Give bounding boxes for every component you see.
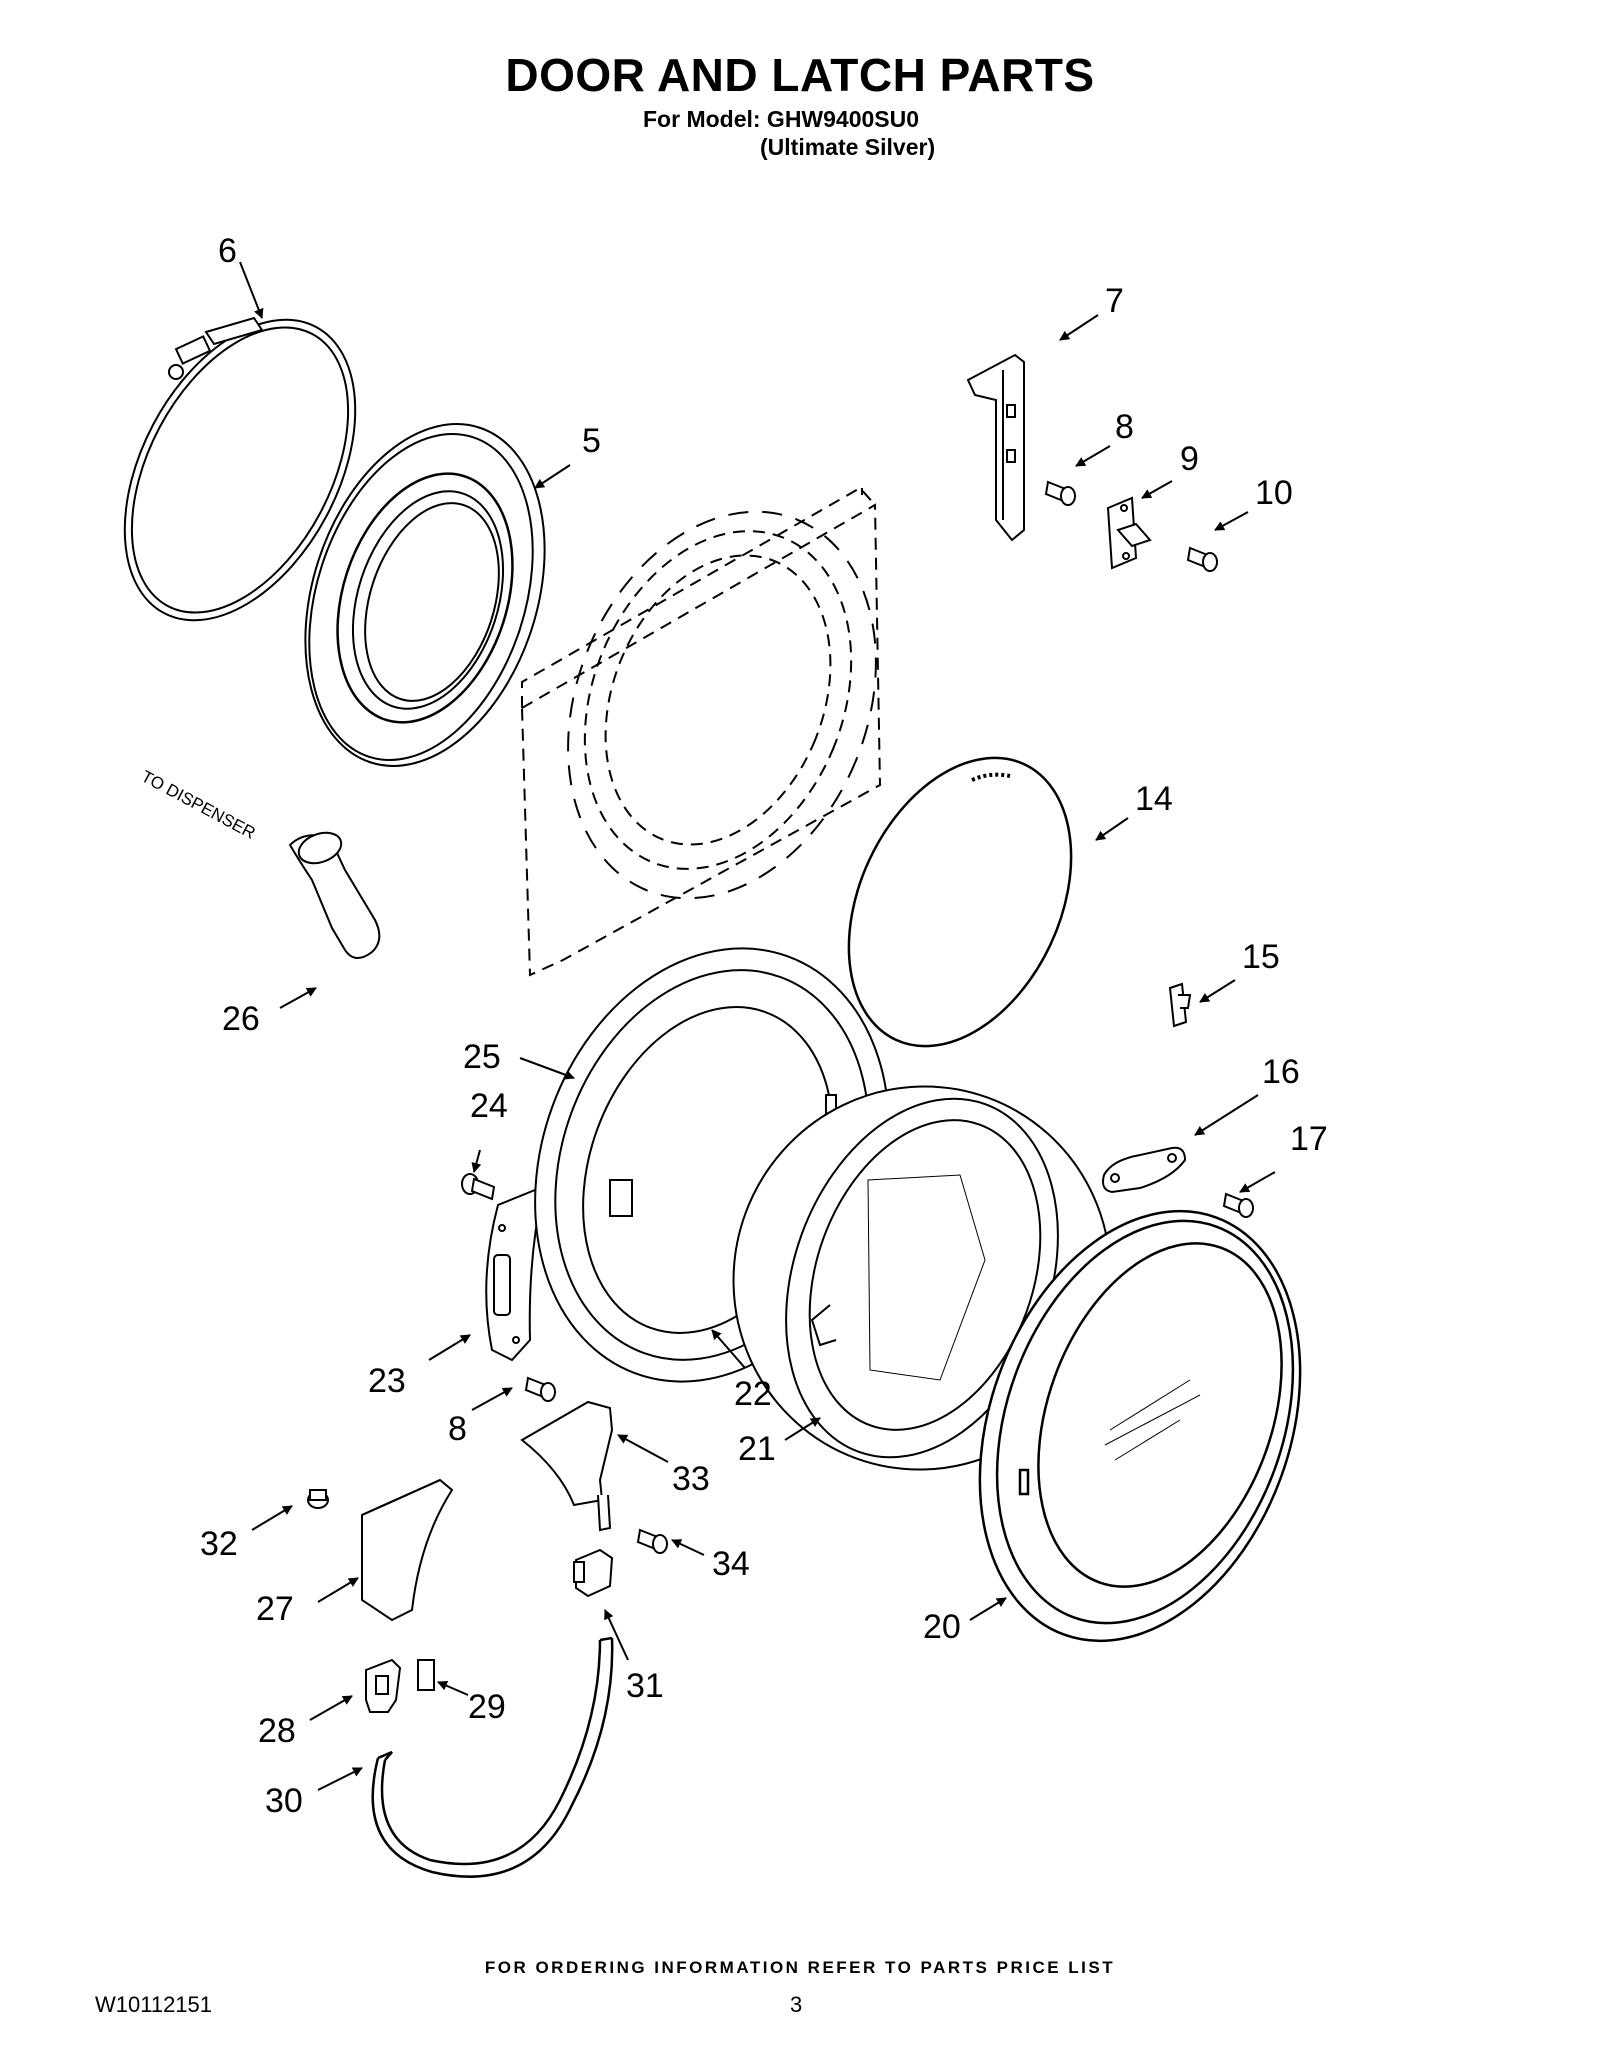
front-panel-reference xyxy=(520,486,882,977)
part-26-hose xyxy=(288,831,381,959)
part-33-handle-cover xyxy=(520,1400,614,1532)
part-29-magnet xyxy=(417,1659,435,1691)
callout-22: 22 xyxy=(734,1375,772,1413)
callout-28: 28 xyxy=(258,1712,296,1750)
callout-32: 32 xyxy=(200,1525,238,1563)
part-9-door-strike xyxy=(1106,496,1152,570)
callout-21: 21 xyxy=(738,1430,776,1468)
callout-8-upper: 8 xyxy=(1115,408,1134,446)
part-16-bracket xyxy=(1102,1146,1187,1194)
part-20-outer-door xyxy=(978,1209,1302,1643)
callout-5: 5 xyxy=(582,422,601,460)
callout-20: 20 xyxy=(923,1608,961,1646)
model-line: For Model: GHW9400SU0 xyxy=(643,106,920,132)
part-14-gasket xyxy=(847,756,1073,1048)
callout-16: 16 xyxy=(1262,1053,1300,1091)
part-6-clamp-ring xyxy=(123,316,357,622)
part-27-handle xyxy=(361,1478,454,1622)
page-number: 3 xyxy=(790,1992,803,2017)
part-30-trim-ring xyxy=(371,1636,614,1878)
callout-26: 26 xyxy=(222,1000,260,1038)
color-line: (Ultimate Silver) xyxy=(760,134,936,160)
part-32-plug xyxy=(307,1489,329,1509)
callout-9: 9 xyxy=(1180,440,1199,478)
part-31-latch xyxy=(573,1548,614,1598)
callout-25: 25 xyxy=(463,1038,501,1076)
callout-31: 31 xyxy=(626,1667,664,1705)
part-10-screw xyxy=(1186,546,1218,572)
callout-29: 29 xyxy=(468,1688,506,1726)
part-28-hook xyxy=(365,1658,402,1713)
part-24-screw xyxy=(461,1173,496,1201)
part-23-door-hinge xyxy=(485,1188,544,1362)
part-5-door-bellow xyxy=(304,423,546,767)
ordering-info-note: FOR ORDERING INFORMATION REFER TO PARTS … xyxy=(484,1958,1116,1977)
callout-6: 6 xyxy=(218,232,237,270)
callout-34: 34 xyxy=(712,1545,750,1583)
document-number: W10112151 xyxy=(95,1992,213,2017)
callout-10: 10 xyxy=(1255,474,1293,512)
callout-14: 14 xyxy=(1135,780,1173,818)
part-17-screw xyxy=(1222,1192,1254,1218)
callout-15: 15 xyxy=(1242,938,1280,976)
page-title: DOOR AND LATCH PARTS xyxy=(505,49,1095,101)
callout-labels: 6 5 7 8 9 10 14 15 16 17 26 25 24 23 8 2… xyxy=(200,232,1328,1820)
part-15-clip xyxy=(1168,982,1192,1028)
callout-24: 24 xyxy=(470,1087,508,1125)
part-34-screw xyxy=(636,1528,668,1554)
callout-7: 7 xyxy=(1105,282,1124,320)
part-8-screw-lower xyxy=(524,1376,556,1402)
callout-8-lower: 8 xyxy=(448,1410,467,1448)
to-dispenser-label: TO DISPENSER xyxy=(138,767,258,843)
callout-27: 27 xyxy=(256,1590,294,1628)
callout-33: 33 xyxy=(672,1460,710,1498)
part-8-screw-upper xyxy=(1044,480,1076,506)
part-7-latch-bracket xyxy=(966,353,1025,542)
callout-17: 17 xyxy=(1290,1120,1328,1158)
callout-30: 30 xyxy=(265,1782,303,1820)
leader-arrows xyxy=(239,261,1276,1791)
callout-23: 23 xyxy=(368,1362,406,1400)
